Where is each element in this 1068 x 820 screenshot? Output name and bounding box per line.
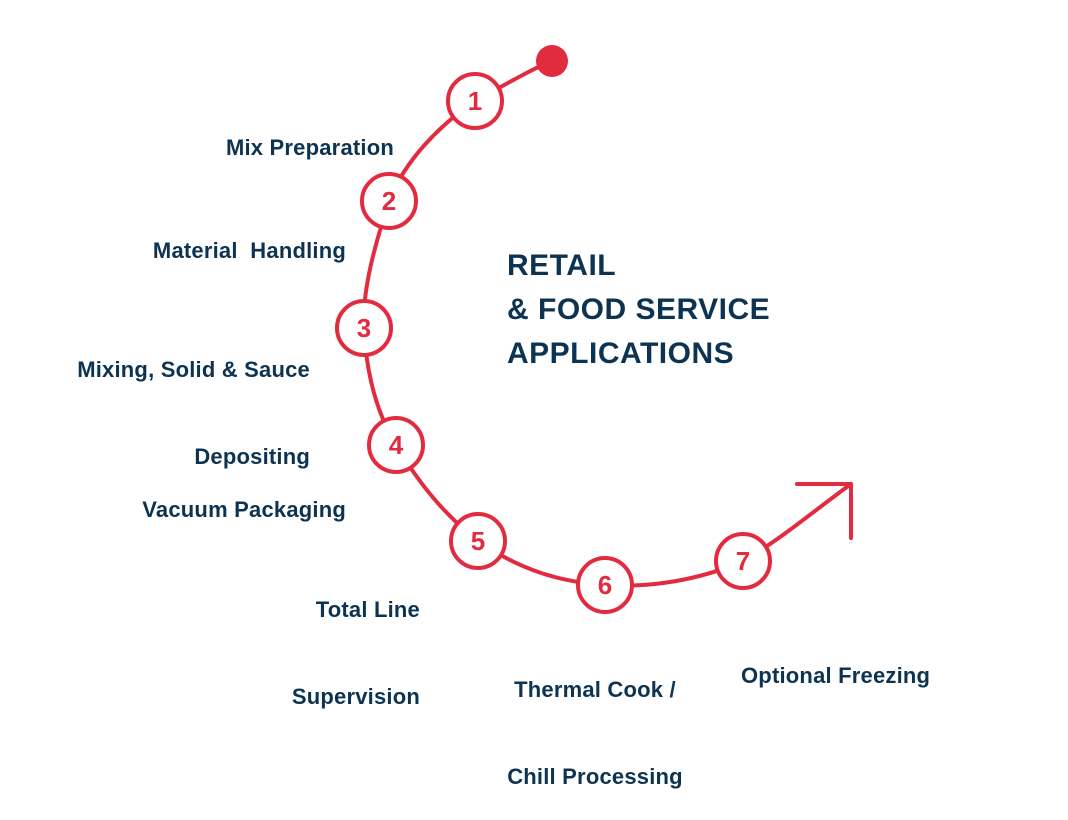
step-marker-1: 1	[446, 72, 504, 130]
step-marker-6: 6	[576, 556, 634, 614]
title-line: & FOOD SERVICE	[507, 293, 771, 326]
step-marker-7: 7	[714, 532, 772, 590]
step-number: 7	[736, 546, 750, 576]
step-number: 6	[598, 570, 612, 600]
process-flow-diagram: 1 2 3 4 5 6 7	[335, 45, 853, 614]
step-label-line: Chill Processing	[507, 764, 683, 789]
step-marker-2: 2	[360, 172, 418, 230]
step-label-line: Depositing	[194, 444, 310, 469]
step-label-4: Vacuum Packaging	[142, 437, 346, 553]
start-dot-icon	[536, 45, 568, 77]
step-label-1: Mix Preparation	[226, 75, 394, 191]
step-label-6: Thermal Cook / Chill Processing	[490, 617, 700, 820]
step-number: 4	[389, 430, 404, 460]
step-label-line: Thermal Cook /	[514, 677, 676, 702]
step-marker-4: 4	[367, 416, 425, 474]
diagram-title: RETAIL & FOOD SERVICE APPLICATIONS	[507, 244, 770, 376]
step-label-line: Mix Preparation	[225, 135, 394, 160]
step-number: 2	[382, 186, 396, 216]
step-label-line: Total Line	[315, 597, 420, 622]
step-label-3: Mixing, Solid & Sauce Depositing	[77, 297, 310, 500]
step-number: 1	[468, 86, 482, 116]
step-label-line: Vacuum Packaging	[142, 497, 346, 522]
step-label-line: Optional Freezing	[741, 663, 931, 688]
step-number: 5	[471, 526, 485, 556]
step-label-2: Material Handling	[153, 178, 346, 294]
title-line: APPLICATIONS	[507, 337, 735, 370]
step-label-line: Supervision	[291, 684, 420, 709]
step-marker-5: 5	[449, 512, 507, 570]
arrow-up-right-icon	[795, 482, 853, 540]
step-label-line: Material Handling	[152, 238, 346, 263]
step-label-5: Total Line Supervision	[292, 537, 420, 740]
step-label-7: Optional Freezing	[741, 603, 930, 719]
step-label-line: Mixing, Solid & Sauce	[77, 357, 310, 382]
title-line: RETAIL	[507, 249, 617, 282]
step-number: 3	[357, 313, 371, 343]
step-marker-3: 3	[335, 299, 393, 357]
